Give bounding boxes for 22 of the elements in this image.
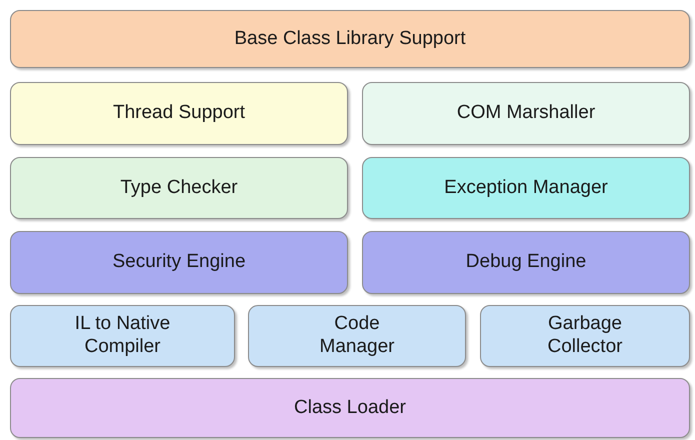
layer-box	[362, 157, 690, 219]
layer-label: IL to Native Compiler	[74, 313, 172, 359]
layer-box	[362, 82, 690, 145]
layer-label: COM Marshaller	[456, 102, 596, 125]
layer-label: Base Class Library Support	[234, 28, 466, 50]
layer-label: Garbage Collector	[546, 313, 624, 359]
layer-label: Code Manager	[318, 313, 396, 359]
layer-label: Type Checker	[120, 176, 238, 200]
layer-label: Thread Support	[112, 102, 246, 125]
layer-box	[10, 10, 690, 68]
layer-label: Security Engine	[112, 251, 246, 274]
layer-box	[248, 305, 466, 367]
layer-box	[10, 231, 348, 294]
layer-box	[10, 378, 690, 438]
layer-box	[10, 157, 348, 219]
layer-box	[362, 231, 690, 294]
layer-label: Class Loader	[294, 396, 406, 420]
layer-box	[10, 305, 235, 367]
layer-box	[10, 82, 348, 145]
layer-label: Exception Manager	[444, 176, 608, 200]
layer-label: Debug Engine	[466, 251, 586, 274]
layer-box	[480, 305, 690, 367]
